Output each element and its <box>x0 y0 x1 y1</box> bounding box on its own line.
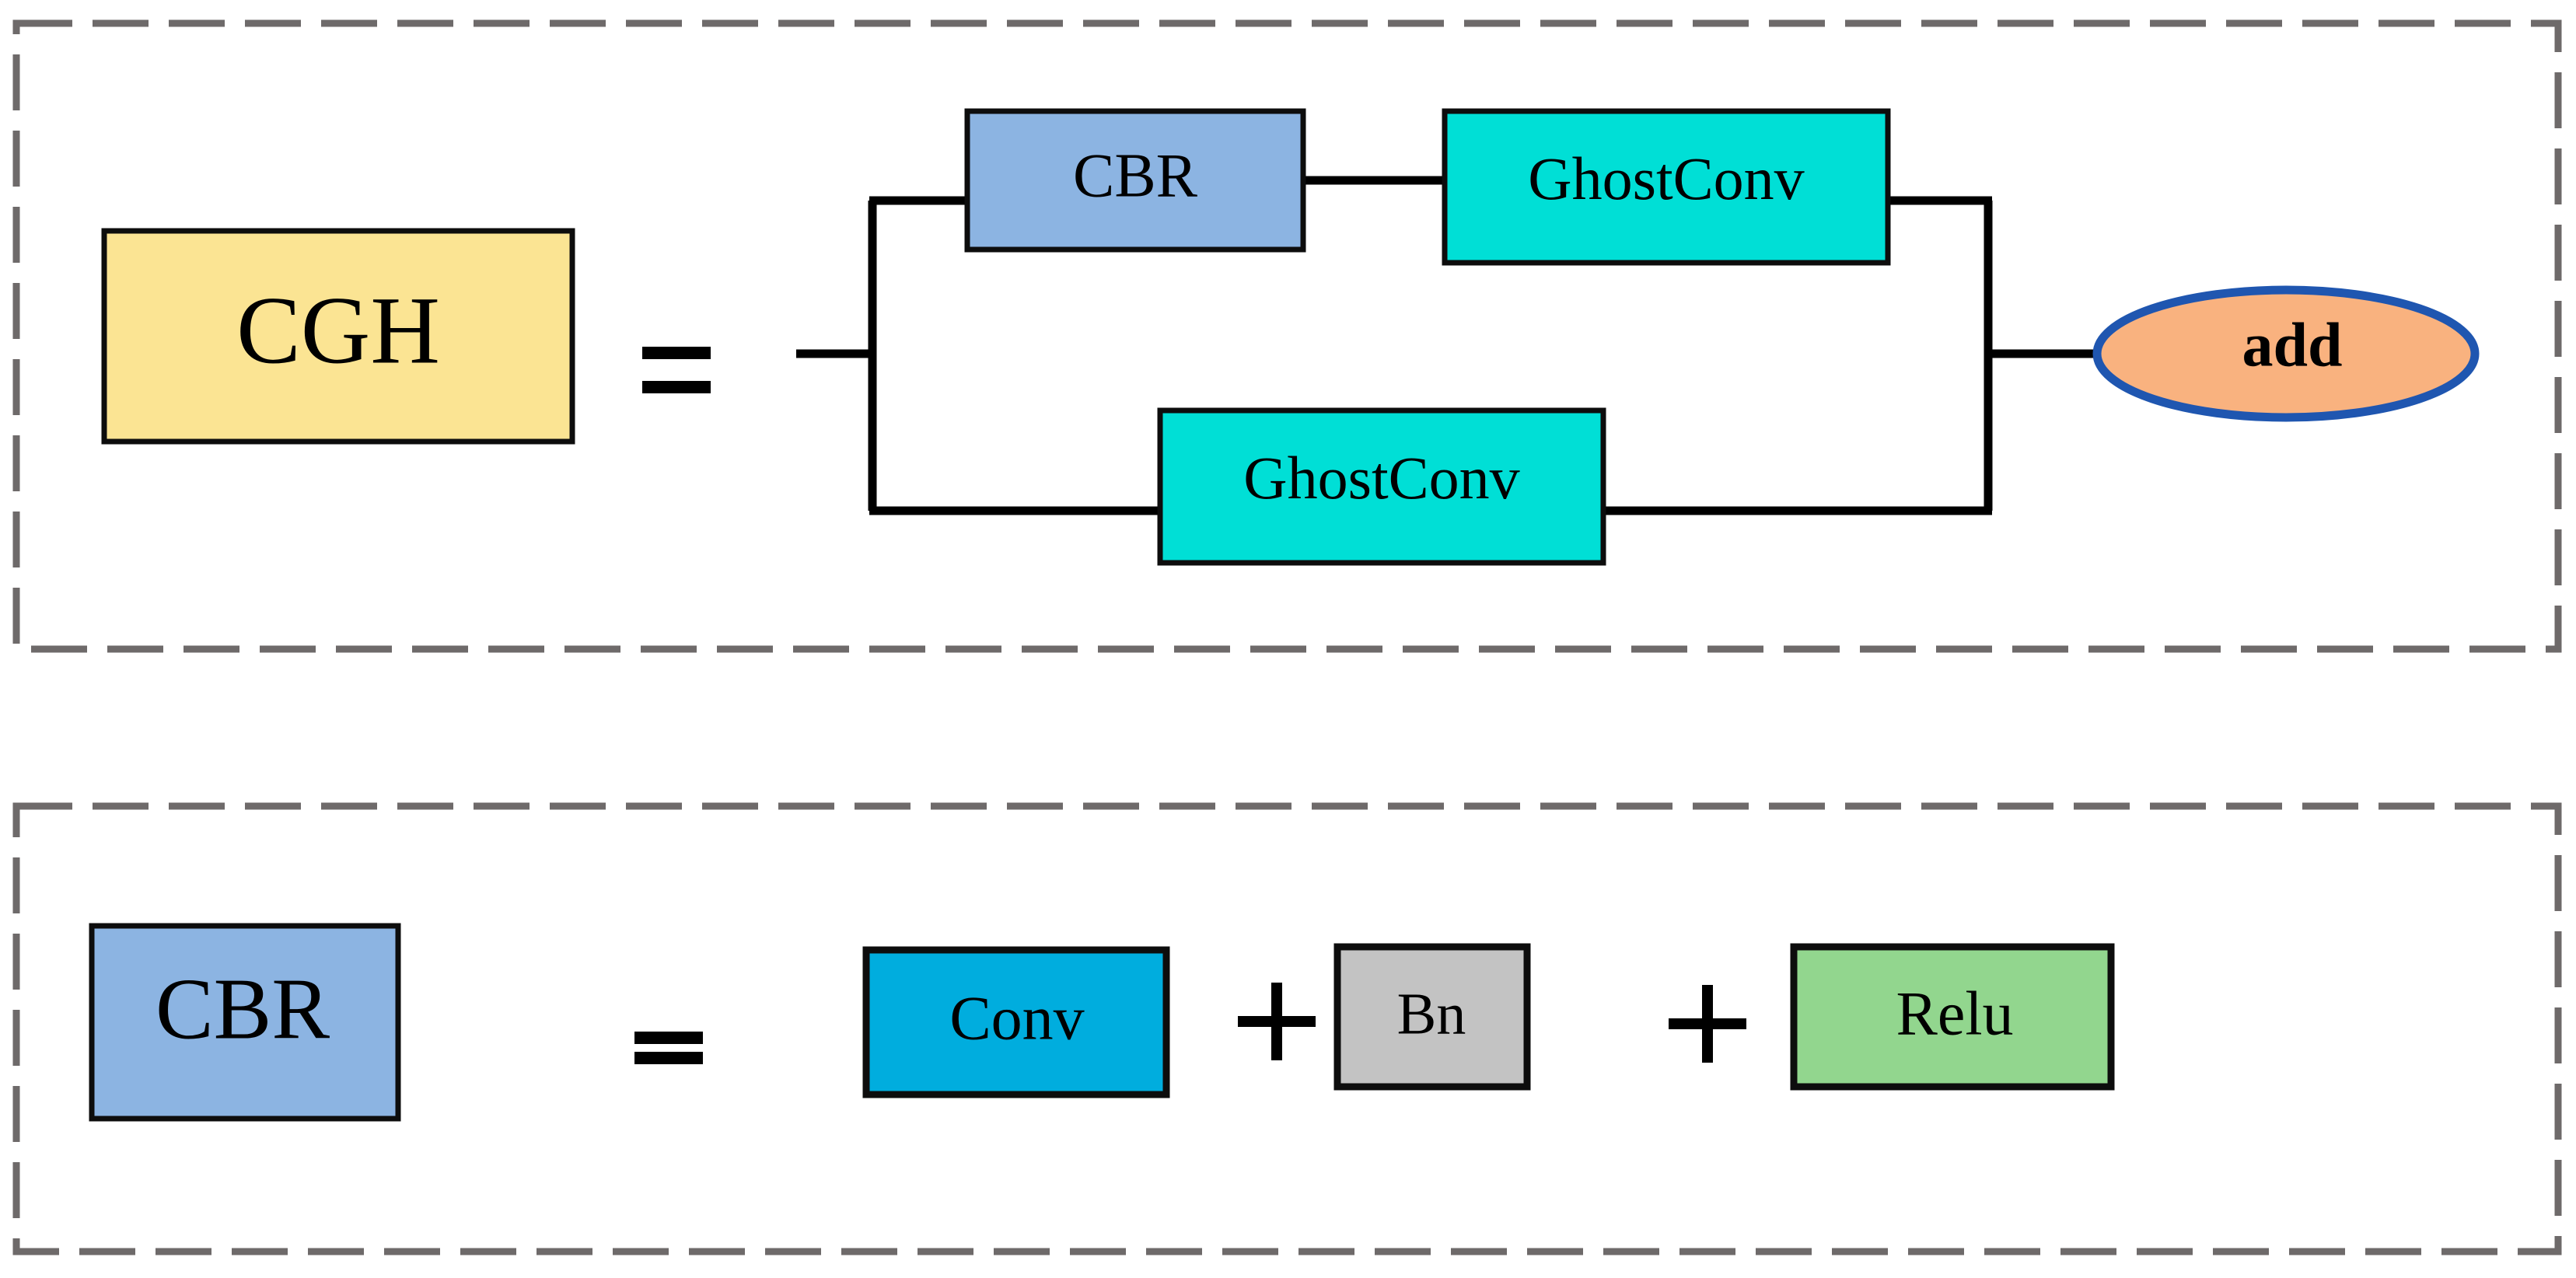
relu-box-label: Relu <box>1896 979 2013 1048</box>
relu-box[interactable] <box>1790 943 2115 1091</box>
ghostconv-box-bottom[interactable] <box>1157 407 1606 566</box>
cbr-box-top-label: CBR <box>1073 141 1198 210</box>
conv-box[interactable] <box>862 946 1170 1098</box>
bn-box[interactable] <box>1333 943 1531 1091</box>
add-ellipse[interactable] <box>2092 285 2480 422</box>
ghostconv-box-top-label: GhostConv <box>1528 145 1804 212</box>
conv-box-label: Conv <box>949 984 1084 1053</box>
plus-symbol-1 <box>1238 983 1316 1060</box>
ghostconv-box-top[interactable] <box>1442 108 1891 266</box>
cbr-box-definition[interactable] <box>89 923 401 1122</box>
cbr-box-top[interactable] <box>964 108 1306 253</box>
cgh-panel-dashed-border <box>12 19 2562 653</box>
cgh-equals-symbol <box>642 347 711 393</box>
cbr-equals-symbol <box>634 1032 703 1064</box>
cbr-panel-dashed-border <box>12 802 2562 1255</box>
bn-box-label: Bn <box>1397 981 1466 1046</box>
add-ellipse-label: add <box>2242 311 2343 379</box>
ghostconv-box-bottom-label: GhostConv <box>1243 444 1519 512</box>
plus-symbol-2 <box>1669 985 1746 1063</box>
cgh-box[interactable] <box>101 228 575 445</box>
cgh-box-label: CGH <box>236 277 440 383</box>
cbr-box-definition-label: CBR <box>156 962 330 1058</box>
